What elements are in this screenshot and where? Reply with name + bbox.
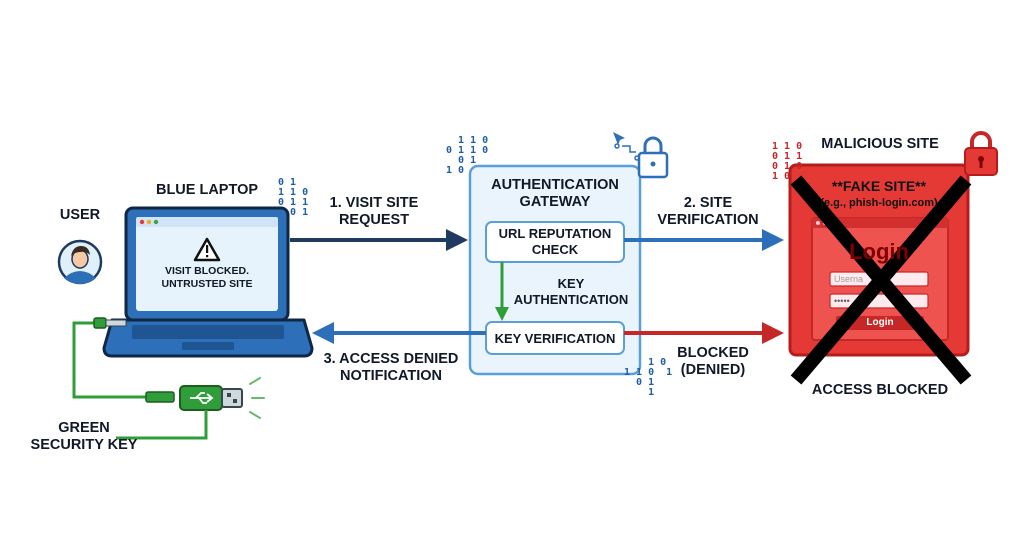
warning-icon (193, 237, 221, 262)
security-key-label: GREEN SECURITY KEY (22, 420, 146, 454)
visit-request-label: 1. VISIT SITE REQUEST (318, 195, 430, 229)
key-auth-line-1: KEY (557, 276, 585, 291)
arrow-visit-request (290, 229, 468, 251)
login-button: Login (866, 317, 894, 328)
login-username-field: Userna (834, 274, 864, 284)
padlock-icon (637, 136, 669, 179)
laptop-screen-message: VISIT BLOCKED. UNTRUSTED SITE (138, 265, 276, 291)
access-denied-line-1: 3. ACCESS DENIED (323, 351, 459, 367)
access-blocked-label: ACCESS BLOCKED (811, 382, 949, 398)
binary-decor-malicious: 1 1 0 0 1 1 0 1 0 1 0 (772, 141, 803, 182)
fake-site-subtitle: (e.g., phish-login.com) (820, 197, 938, 209)
site-verification-label: 2. SITE VERIFICATION (648, 195, 768, 229)
visit-request-line-2: REQUEST (338, 212, 410, 228)
blocked-line-1: BLOCKED (677, 345, 749, 361)
access-denied-label: 3. ACCESS DENIED NOTIFICATION (312, 351, 470, 385)
access-denied-line-2: NOTIFICATION (339, 368, 443, 384)
fake-site-title: **FAKE SITE** (831, 178, 927, 194)
url-reputation-check-label: URL REPUTATION CHECK (486, 226, 624, 258)
login-password-field: ••••• (834, 296, 850, 306)
blocked-x-icon (790, 175, 972, 385)
gateway-title-line-1: AUTHENTICATION (491, 177, 619, 193)
gateway-box (468, 164, 642, 376)
laptop-screen-line-1: VISIT BLOCKED. (164, 265, 249, 277)
user-avatar-icon (57, 239, 103, 285)
site-verification-line-2: VERIFICATION (657, 212, 759, 228)
laptop-icon (102, 206, 314, 358)
key-auth-line-2: AUTHENTICATION (513, 292, 629, 307)
binary-decor-bottom: 1 0 1 1 0 1 0 1 1 (624, 357, 673, 398)
arrow-site-verification (624, 229, 784, 251)
key-authentication-label: KEY AUTHENTICATION (508, 276, 634, 308)
gateway-title: AUTHENTICATION GATEWAY (470, 177, 640, 211)
url-check-line-1: URL REPUTATION (498, 226, 612, 241)
gateway-title-line-2: GATEWAY (519, 194, 591, 210)
security-key-line-2: SECURITY KEY (30, 437, 138, 453)
user-label: USER (59, 207, 101, 223)
network-cursor-icon (613, 132, 640, 161)
security-key-icon (72, 317, 265, 440)
malicious-padlock-icon (964, 131, 998, 176)
arrow-access-denied (312, 322, 486, 344)
site-verification-line-1: 2. SITE (683, 195, 733, 211)
malicious-site-label: MALICIOUS SITE (821, 136, 939, 152)
security-key-line-1: GREEN (58, 420, 110, 436)
laptop-label: BLUE LAPTOP (155, 182, 259, 198)
blocked-denied-label: BLOCKED (DENIED) (668, 345, 758, 379)
laptop-screen-line-2: UNTRUSTED SITE (161, 278, 253, 290)
visit-request-line-1: 1. VISIT SITE (329, 195, 419, 211)
blocked-line-2: (DENIED) (680, 362, 746, 378)
arrow-blocked (624, 322, 784, 344)
url-check-line-2: CHECK (531, 242, 579, 257)
binary-decor-laptop: 0 1 1 1 0 0 1 1 0 1 (278, 177, 309, 218)
login-title: Login (849, 239, 909, 264)
arrow-key-authentication (495, 262, 509, 321)
key-verification-label: KEY VERIFICATION (494, 331, 616, 346)
binary-decor-gateway: 1 1 0 0 1 1 0 0 1 1 0 (446, 135, 489, 176)
